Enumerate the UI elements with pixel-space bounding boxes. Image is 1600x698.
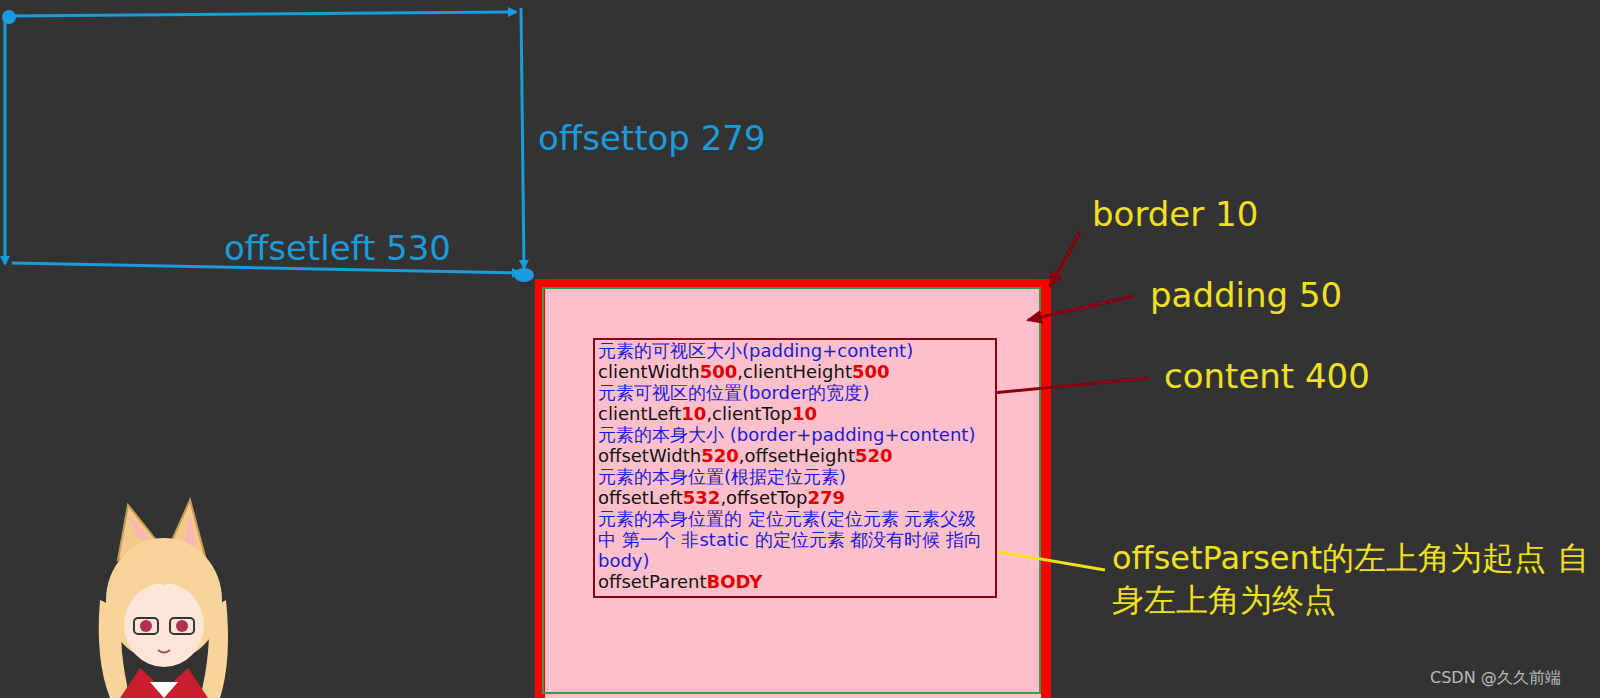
content-box: 元素的可视区大小(padding+content)clientWidth500,… [593,338,997,598]
callout-label: offsetParsent的左上角为起点 自身左上角为终点 [1112,538,1590,621]
callout-label: content 400 [1164,354,1370,398]
value-number: 279 [807,487,845,508]
value-number: 10 [792,403,817,424]
property-name: offsetParent [598,571,707,592]
text-line: offsetWidth520,offsetHeight520 [598,445,992,466]
value-number: 520 [701,445,739,466]
property-name: clientLeft [598,403,681,424]
text-line: clientLeft10,clientTop10 [598,403,992,424]
text-line: 元素可视区的位置(border的宽度) [598,382,992,403]
text-line: 元素的本身位置的 定位元素(定位元素 元素父级中 第一个 非static 的定位… [598,508,992,571]
text-line: offsetParentBODY [598,571,992,592]
watermark: CSDN @久久前端 [1430,668,1561,689]
mascot-figure [99,500,228,698]
text-line: 元素的本身大小 (border+padding+content) [598,424,992,445]
end-dot [514,268,534,282]
description-text: 元素的本身位置(根据定位元素) [598,466,846,487]
property-name: ,clientHeight [737,361,852,382]
description-text: 元素可视区的位置(border的宽度) [598,382,869,403]
element-border [540,284,1046,698]
padding-edge [543,288,1040,693]
text-line: offsetLeft532,offsetTop279 [598,487,992,508]
property-name: ,offsetTop [720,487,807,508]
value-number: 500 [700,361,738,382]
description-text: 元素的可视区大小(padding+content) [598,340,913,361]
callout-label: offsettop 279 [538,116,766,160]
offset-arrows [5,8,524,273]
callout-label: offsetleft 530 [224,226,451,270]
value-number: 532 [683,487,721,508]
start-dot [2,10,16,24]
value-number: 500 [852,361,890,382]
property-name: ,clientTop [706,403,792,424]
property-name: ,offsetHeight [739,445,855,466]
value-number: 520 [855,445,893,466]
value-number: BODY [707,571,763,592]
text-line: 元素的可视区大小(padding+content) [598,340,992,361]
property-name: clientWidth [598,361,700,382]
callout-label: padding 50 [1150,273,1342,317]
description-text: 元素的本身大小 (border+padding+content) [598,424,975,445]
callout-label: border 10 [1092,192,1258,236]
text-line: clientWidth500,clientHeight500 [598,361,992,382]
text-line: 元素的本身位置(根据定位元素) [598,466,992,487]
callout-arrows [972,232,1148,395]
property-name: offsetWidth [598,445,701,466]
value-number: 10 [681,403,706,424]
description-text: 元素的本身位置的 定位元素(定位元素 元素父级中 第一个 非static 的定位… [598,508,982,571]
property-name: offsetLeft [598,487,683,508]
